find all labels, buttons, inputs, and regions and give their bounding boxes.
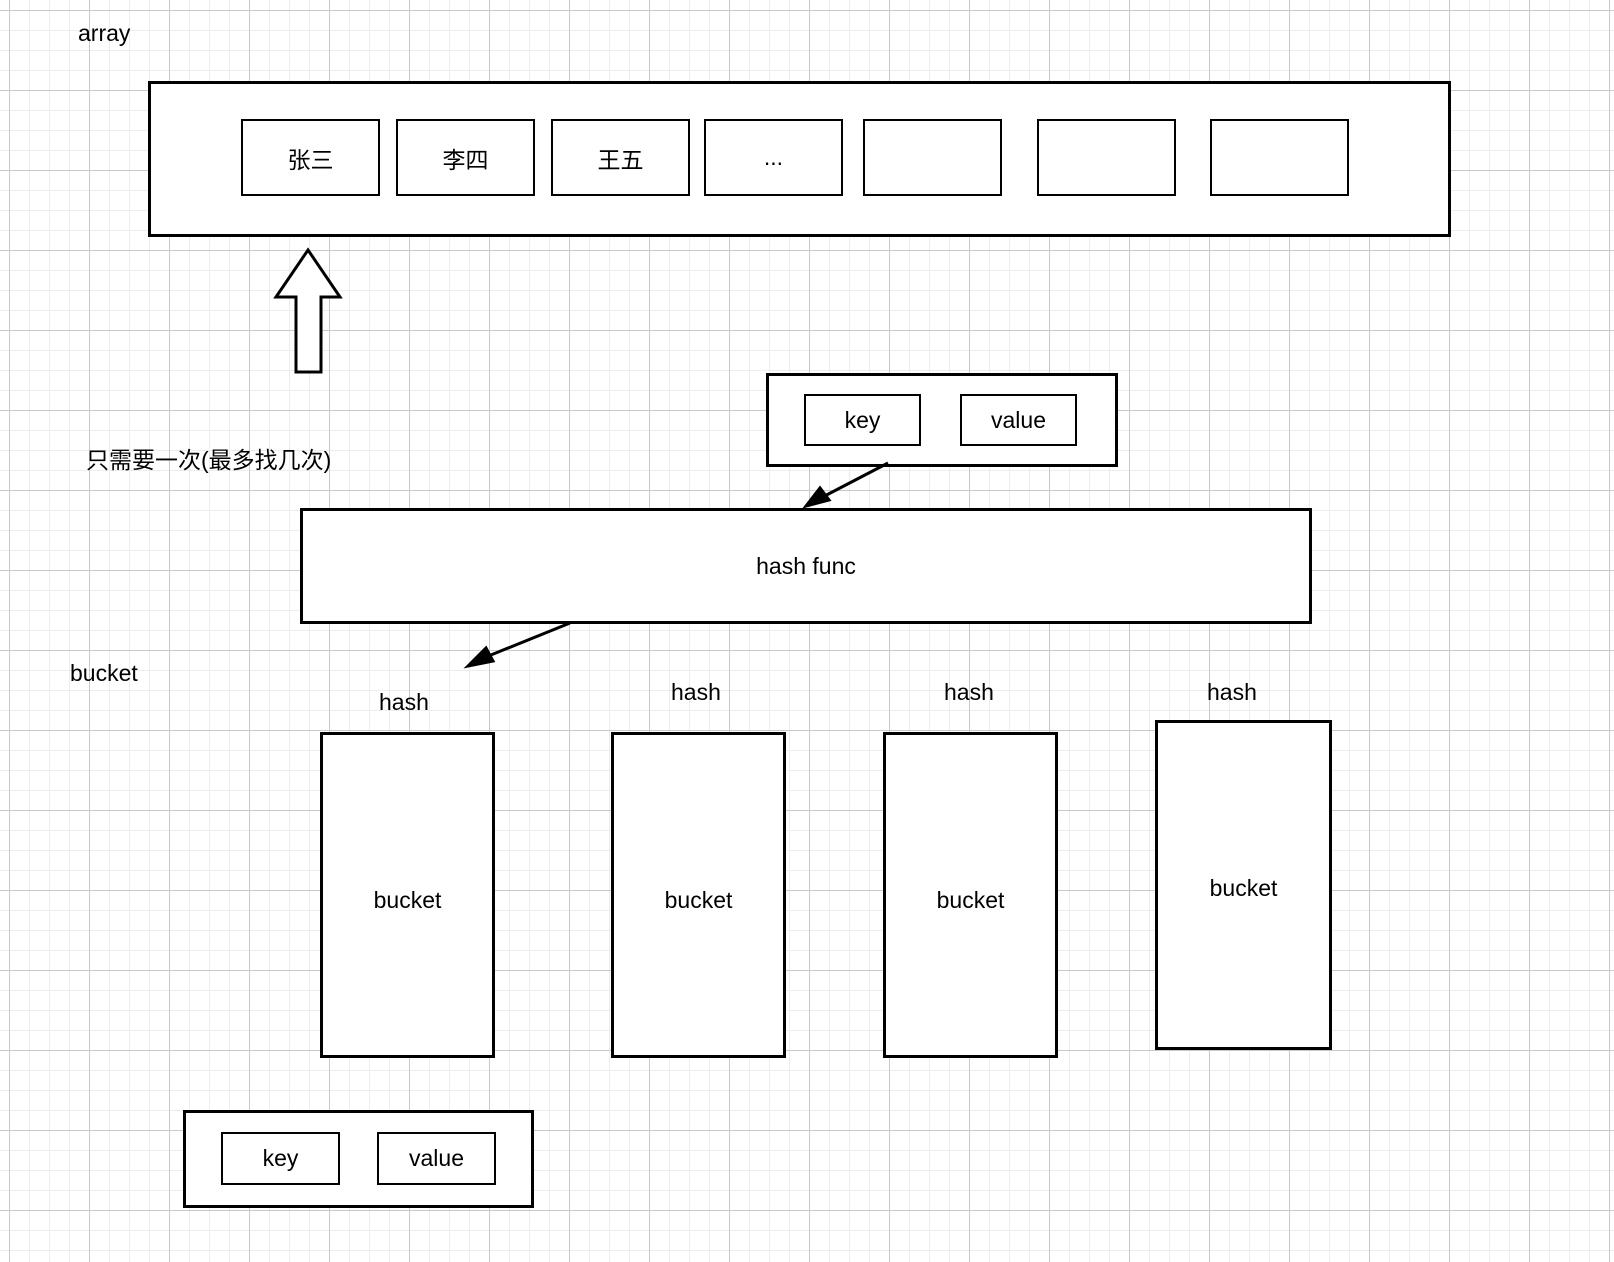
array-cell-3-text: ... bbox=[763, 144, 784, 170]
bucket-box-0[interactable]: bucket bbox=[320, 732, 495, 1058]
bucket-label-0: bucket bbox=[373, 887, 442, 913]
array-cell-3[interactable]: ... bbox=[704, 119, 843, 196]
entry-bottom-value-box[interactable]: value bbox=[377, 1132, 496, 1185]
entry-bottom-key-label: key bbox=[262, 1145, 299, 1171]
array-cell-1-text: 李四 bbox=[442, 146, 489, 173]
array-cell-0-text: 张三 bbox=[287, 146, 334, 173]
entry-bottom-key-box[interactable]: key bbox=[221, 1132, 340, 1185]
hash-label-0: hash bbox=[379, 689, 429, 715]
array-cell-2-text: 王五 bbox=[597, 146, 644, 173]
arrow-hashfunc-to-bucket-icon bbox=[463, 621, 571, 669]
hash-label-2: hash bbox=[944, 679, 994, 705]
hash-func-label: hash func bbox=[756, 552, 856, 579]
array-cell-0[interactable]: 张三 bbox=[241, 119, 380, 196]
entry-top-key-box[interactable]: key bbox=[804, 394, 921, 446]
array-cell-6[interactable] bbox=[1210, 119, 1349, 196]
bucket-section-label: bucket bbox=[70, 660, 138, 686]
entry-top-value-box[interactable]: value bbox=[960, 394, 1077, 446]
bucket-box-2[interactable]: bucket bbox=[883, 732, 1058, 1058]
array-cell-4[interactable] bbox=[863, 119, 1002, 196]
array-cell-1[interactable]: 李四 bbox=[396, 119, 535, 196]
lookup-note-label: 只需要一次(最多找几次) bbox=[86, 447, 332, 473]
array-cell-5[interactable] bbox=[1037, 119, 1176, 196]
hash-func-box[interactable]: hash func bbox=[300, 508, 1312, 624]
arrow-key-to-hashfunc-icon bbox=[802, 461, 889, 509]
entry-bottom-value-label: value bbox=[409, 1145, 464, 1171]
bucket-label-1: bucket bbox=[664, 887, 733, 913]
array-label: array bbox=[78, 20, 131, 46]
bucket-label-2: bucket bbox=[936, 887, 1005, 913]
entry-top-value-label: value bbox=[991, 406, 1046, 433]
hash-label-3: hash bbox=[1207, 679, 1257, 705]
block-arrow-up-icon bbox=[273, 247, 343, 374]
array-cell-2[interactable]: 王五 bbox=[551, 119, 690, 196]
bucket-label-3: bucket bbox=[1209, 875, 1278, 901]
entry-top-key-label: key bbox=[844, 406, 881, 433]
hash-label-1: hash bbox=[671, 679, 721, 705]
bucket-box-3[interactable]: bucket bbox=[1155, 720, 1332, 1050]
bucket-box-1[interactable]: bucket bbox=[611, 732, 786, 1058]
